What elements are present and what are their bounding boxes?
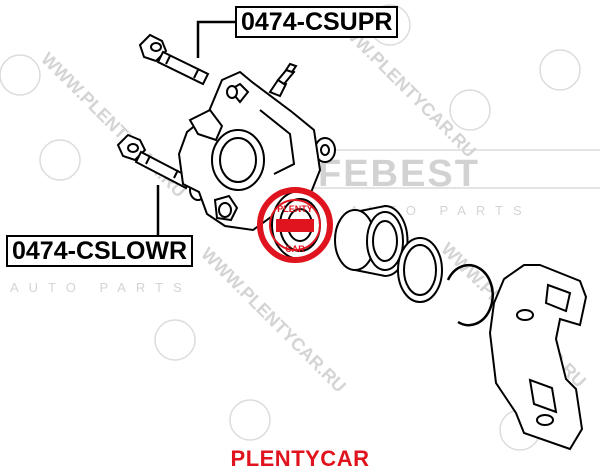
watermark-seal xyxy=(539,49,581,91)
watermark-brand: FEBEST xyxy=(318,153,480,195)
piston-seal xyxy=(397,237,443,303)
part-label-upper-pin: 0474-CSUPR xyxy=(235,6,399,38)
mounting-bracket xyxy=(488,264,588,451)
stamp-bottom-text: CAR xyxy=(285,244,305,254)
caliper-piston xyxy=(334,204,409,278)
leader-lines xyxy=(156,20,237,236)
bleeder-screw xyxy=(268,62,298,98)
plentycar-stamp: PLENTY CAR xyxy=(257,187,333,263)
footer-brand: PLENTYCAR xyxy=(230,446,370,471)
watermark-seal xyxy=(154,319,196,361)
upper-guide-pin xyxy=(138,33,210,86)
watermark-seal xyxy=(449,89,491,131)
watermark-seal xyxy=(39,139,81,181)
snap-ring xyxy=(446,263,494,327)
watermark-seal xyxy=(229,399,271,441)
watermark-url: WWW.PLENTYCAR.RU xyxy=(197,244,350,397)
lower-guide-pin xyxy=(116,133,193,190)
part-label-lower-pin: 0474-CSLOWR xyxy=(6,235,194,267)
watermark-tagline-left: AUTO PARTS xyxy=(10,280,192,295)
stamp-top-text: PLENTY xyxy=(277,204,313,214)
leader-upper xyxy=(196,20,237,58)
watermark-seal xyxy=(0,54,41,96)
